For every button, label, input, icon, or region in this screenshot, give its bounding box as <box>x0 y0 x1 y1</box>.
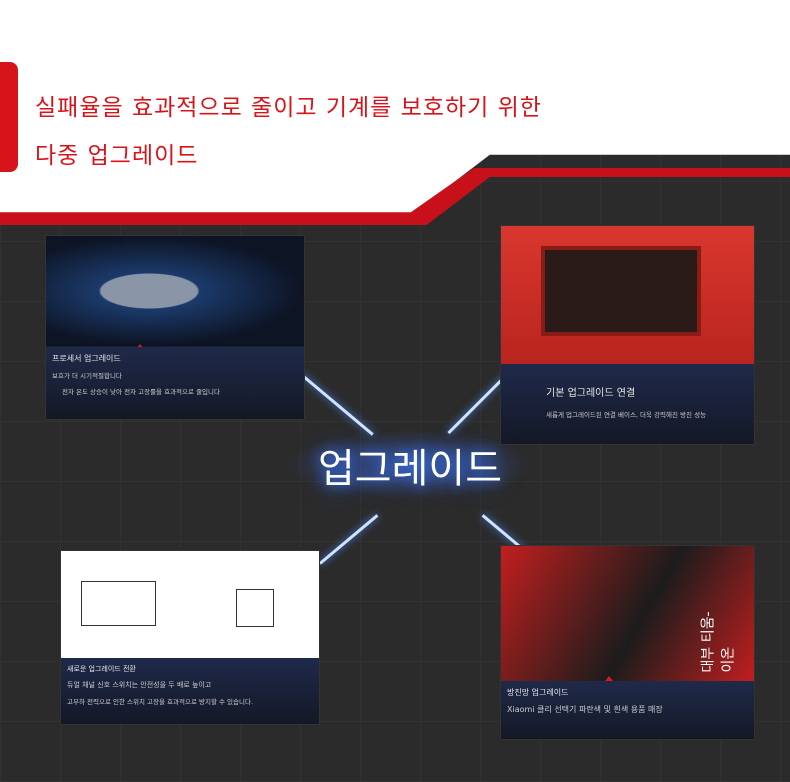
panel-title: 프로세서 업그레이드 <box>52 354 121 363</box>
panel-switch: 새로운 업그레이드 전환 듀얼 채널 신호 스위치는 안전성을 두 배로 높이고… <box>60 550 320 725</box>
panel-desc: 새롭게 업그레이드된 연결 베이스, 더욱 강력해진 방진 성능 <box>546 411 707 419</box>
switch-diagram <box>61 551 319 659</box>
panel-connection: 기본 업그레이드 연결 새롭게 업그레이드된 연결 베이스, 더욱 강력해진 방… <box>500 225 755 445</box>
connector-image <box>501 226 754 366</box>
headline-line1: 실패율을 효과적으로 줄이고 기계를 보호하기 위한 <box>35 95 542 121</box>
panel-subtitle: 듀얼 채널 신호 스위치는 안전성을 두 배로 높이고 <box>67 681 212 689</box>
panel-title: 방진망 업그레이드 <box>507 688 569 697</box>
product-label: 대부 티움-이온 <box>700 611 737 673</box>
panel-processor: 프로세서 업그레이드 보호가 더 시기적절합니다 전자 온도 상승이 낮아 전자… <box>45 235 305 420</box>
panel-subtitle: 보호가 더 시기적절합니다 <box>52 372 122 380</box>
battery-image: 대부 티움-이온 <box>501 546 754 684</box>
panel-dustproof: 대부 티움-이온 방진망 업그레이드 Xiaomi 클리 선택기 파란색 및 흰… <box>500 545 755 740</box>
panel-desc: 전자 온도 상승이 낮아 전자 고장률을 효과적으로 줄입니다 <box>62 388 220 396</box>
headline-line2: 다중 업그레이드 <box>35 143 199 169</box>
panel-title: 기본 업그레이드 연결 <box>546 388 636 399</box>
panel-title: 새로운 업그레이드 전환 <box>67 665 136 673</box>
chip-image <box>46 236 304 346</box>
center-upgrade-label: 업그레이드 <box>285 430 535 500</box>
red-accent-bar <box>0 62 18 172</box>
panel-desc: 고부하 전력으로 인한 스위치 고장을 효과적으로 방지할 수 있습니다. <box>67 698 254 706</box>
panel-desc: Xiaomi 클리 선택기 파란색 및 흰색 용품 매장 <box>507 705 663 714</box>
